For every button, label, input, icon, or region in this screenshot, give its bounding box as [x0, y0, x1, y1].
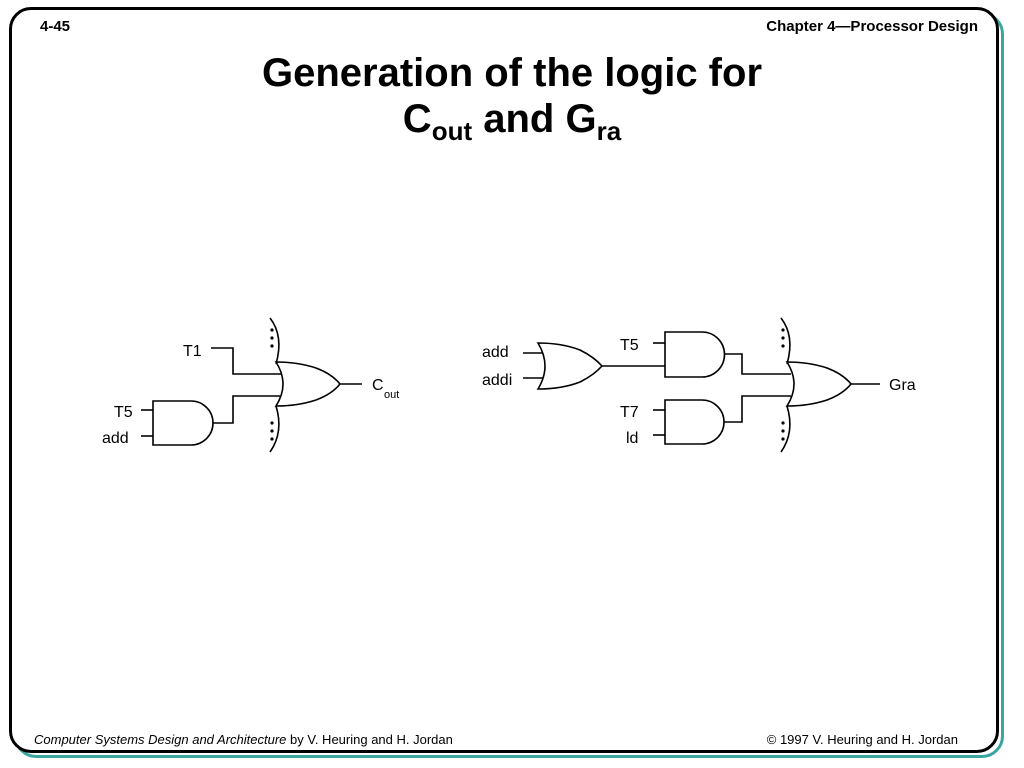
footer-copyright: © 1997 V. Heuring and H. Jordan	[766, 732, 958, 747]
label-gra: Gra	[889, 377, 916, 394]
dot	[270, 429, 274, 433]
dot	[781, 429, 785, 433]
label-t7: T7	[620, 404, 639, 421]
brace-top-left	[269, 317, 280, 365]
brace-top-right	[780, 317, 791, 365]
and-gate-lower	[664, 399, 725, 445]
and-gate-left	[152, 400, 214, 446]
title-c-main: C	[402, 97, 432, 141]
right-circuit: add addi T5 T7 ld Gra	[482, 317, 916, 453]
label-ld: ld	[626, 430, 638, 447]
dot	[270, 336, 274, 340]
title-line-1: Generation of the logic for	[261, 51, 763, 95]
dot	[781, 421, 785, 425]
or-gate-right	[785, 361, 853, 407]
dot	[781, 336, 785, 340]
title-c-sub: out	[431, 116, 473, 146]
wire-lower-and-out	[724, 395, 791, 423]
book-title: Computer Systems Design and Architecture	[34, 732, 287, 747]
title-g-sub: ra	[596, 116, 622, 146]
brace-bottom-left	[269, 405, 280, 453]
dot	[270, 344, 274, 348]
wire-upper-and-out	[724, 353, 791, 375]
wire-t1	[211, 347, 282, 375]
footer-citation: Computer Systems Design and Architecture…	[34, 732, 453, 747]
dot	[781, 344, 785, 348]
title-line-2: Cout and Gra	[0, 96, 1024, 144]
left-circuit: T1 T5 add C out	[102, 317, 399, 453]
wire-and-to-or	[213, 395, 282, 424]
dot	[781, 437, 785, 441]
or-gate-left	[274, 361, 342, 407]
label-t5-left: T5	[114, 404, 133, 421]
label-add-right: add	[482, 344, 509, 361]
slide-title: Generation of the logic for Cout and Gra	[0, 50, 1024, 144]
label-t5-right: T5	[620, 337, 639, 354]
label-add-left: add	[102, 430, 129, 447]
label-t1: T1	[183, 343, 202, 360]
brace-bottom-right	[780, 405, 791, 453]
and-gate-upper	[664, 331, 726, 378]
dot	[270, 421, 274, 425]
dot	[270, 437, 274, 441]
dot	[781, 328, 785, 332]
title-g-main: G	[565, 97, 597, 141]
chapter-heading: Chapter 4—Processor Design	[766, 18, 978, 35]
label-cout-main: C	[372, 377, 384, 394]
label-cout-sub: out	[384, 389, 399, 401]
slide-number: 4-45	[40, 18, 71, 35]
or-gate-small	[536, 342, 604, 390]
dot	[270, 328, 274, 332]
book-authors: by V. Heuring and H. Jordan	[286, 732, 453, 747]
title-and: and	[483, 97, 555, 141]
label-addi: addi	[482, 372, 512, 389]
